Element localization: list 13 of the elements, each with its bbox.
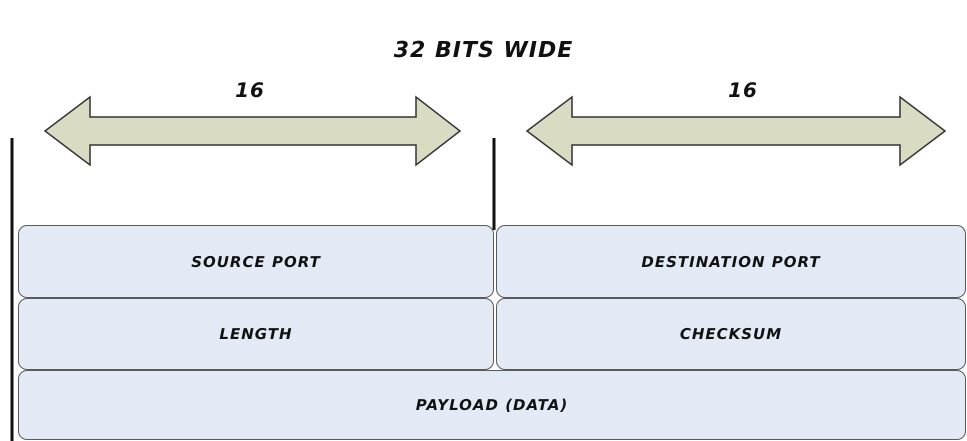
header-field-box [496, 298, 966, 370]
header-field-box [496, 225, 966, 298]
bit-count-label: 16 [234, 78, 266, 102]
header-field-box [18, 225, 494, 298]
header-field-box [18, 370, 966, 440]
field-label: PAYLOAD (DATA) [416, 396, 568, 414]
bit-count-label: 16 [727, 78, 759, 102]
field-label: SOURCE PORT [191, 252, 321, 270]
field-label: LENGTH [219, 325, 293, 343]
header-field-box [18, 298, 494, 370]
field-label: DESTINATION PORT [641, 252, 821, 270]
field-label: CHECKSUM [680, 325, 782, 343]
diagram-title: 32 BITS WIDE [392, 38, 574, 63]
